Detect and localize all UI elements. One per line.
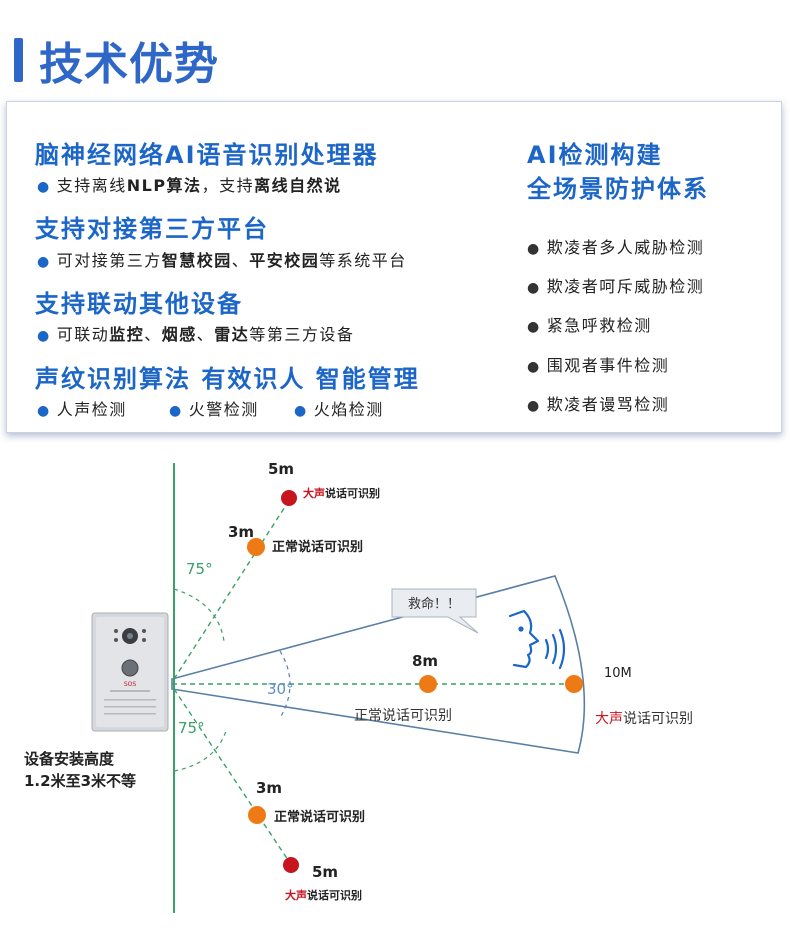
device-sos-label: SOS (124, 681, 137, 688)
detection-title-line-1: AI检测构建 (527, 141, 663, 169)
far-distance: 10M (604, 666, 632, 681)
install-height-line-1: 设备安装高度 (24, 750, 115, 768)
mid-distance: 8m (412, 652, 438, 670)
features-card: 脑神经网络AI语音识别处理器 ●支持离线NLP算法，支持离线自然说 支持对接第三… (6, 101, 782, 433)
top-near-point (247, 538, 265, 556)
feature-linkage-bullet: ●可联动监控、烟感、雷达等第三方设备 (37, 325, 355, 344)
bottom-near-label: 正常说话可识别 (274, 809, 365, 825)
detection-item-1: ●欺凌者多人威胁检测 (527, 238, 705, 257)
angle-arc-top (173, 588, 225, 642)
section-header: 技术优势 (14, 34, 219, 90)
feature-third-party-bullet: ●可对接第三方智慧校园、平安校园等系统平台 (37, 251, 407, 270)
angle-label-bottom: 75° (178, 719, 205, 737)
top-far-distance: 5m (268, 460, 294, 478)
mid-label: 正常说话可识别 (354, 708, 452, 724)
install-height-line-2: 1.2米至3米不等 (24, 772, 136, 790)
bottom-near-point (248, 806, 266, 824)
detection-title-line-2: 全场景防护体系 (527, 175, 709, 203)
angle-label-mid: 30° (267, 680, 294, 698)
feature-third-party-title: 支持对接第三方平台 (35, 215, 269, 243)
far-label: 大声说话可识别 (595, 711, 693, 727)
angle-arc-bottom (173, 730, 227, 772)
sos-device: SOS (91, 612, 169, 732)
face-icon (508, 609, 566, 670)
angle-label-top: 75° (186, 560, 213, 578)
feature-voiceprint-item-2: ●火警检测 (169, 400, 259, 419)
detection-item-4: ●围观者事件检测 (527, 356, 670, 375)
bottom-far-label: 大声说话可识别 (285, 888, 362, 902)
top-near-label: 正常说话可识别 (272, 539, 363, 555)
detection-item-5: ●欺凌者谩骂检测 (527, 395, 670, 414)
header-accent-bar (14, 38, 23, 82)
svg-text:救命！！: 救命！！ (408, 596, 460, 612)
angle-arc-mid (279, 650, 291, 719)
feature-voiceprint-item-1: ●人声检测 (37, 400, 127, 419)
horizontal-coverage-cone (171, 575, 586, 754)
speech-bubble: 救命！！ (391, 588, 479, 634)
bottom-far-distance: 5m (312, 863, 338, 881)
bottom-far-point (283, 857, 299, 873)
detection-item-2: ●欺凌者呵斥威胁检测 (527, 277, 705, 296)
bottom-near-distance: 3m (256, 779, 282, 797)
bottom-beam-line (173, 688, 291, 864)
detection-item-3: ●紧急呼救检测 (527, 316, 652, 335)
far-point-10m (565, 675, 583, 693)
top-far-label: 大声说话可识别 (303, 486, 380, 500)
feature-ai-chip-title: 脑神经网络AI语音识别处理器 (35, 141, 379, 169)
feature-voiceprint-title: 声纹识别算法 有效识人 智能管理 (35, 365, 420, 393)
coverage-diagram: SOS 设备安装高度 1.2米至3米不等 30° 75° 75° 救命！！ 5m (24, 460, 693, 913)
feature-ai-chip-bullet: ●支持离线NLP算法，支持离线自然说 (37, 176, 342, 195)
feature-linkage-title: 支持联动其他设备 (35, 290, 243, 318)
feature-voiceprint-item-3: ●火焰检测 (294, 400, 384, 419)
mid-point-8m (419, 675, 437, 693)
top-far-point (281, 490, 297, 506)
sos-button[interactable] (121, 659, 139, 677)
top-near-distance: 3m (228, 523, 254, 541)
page-title: 技术优势 (39, 39, 219, 90)
